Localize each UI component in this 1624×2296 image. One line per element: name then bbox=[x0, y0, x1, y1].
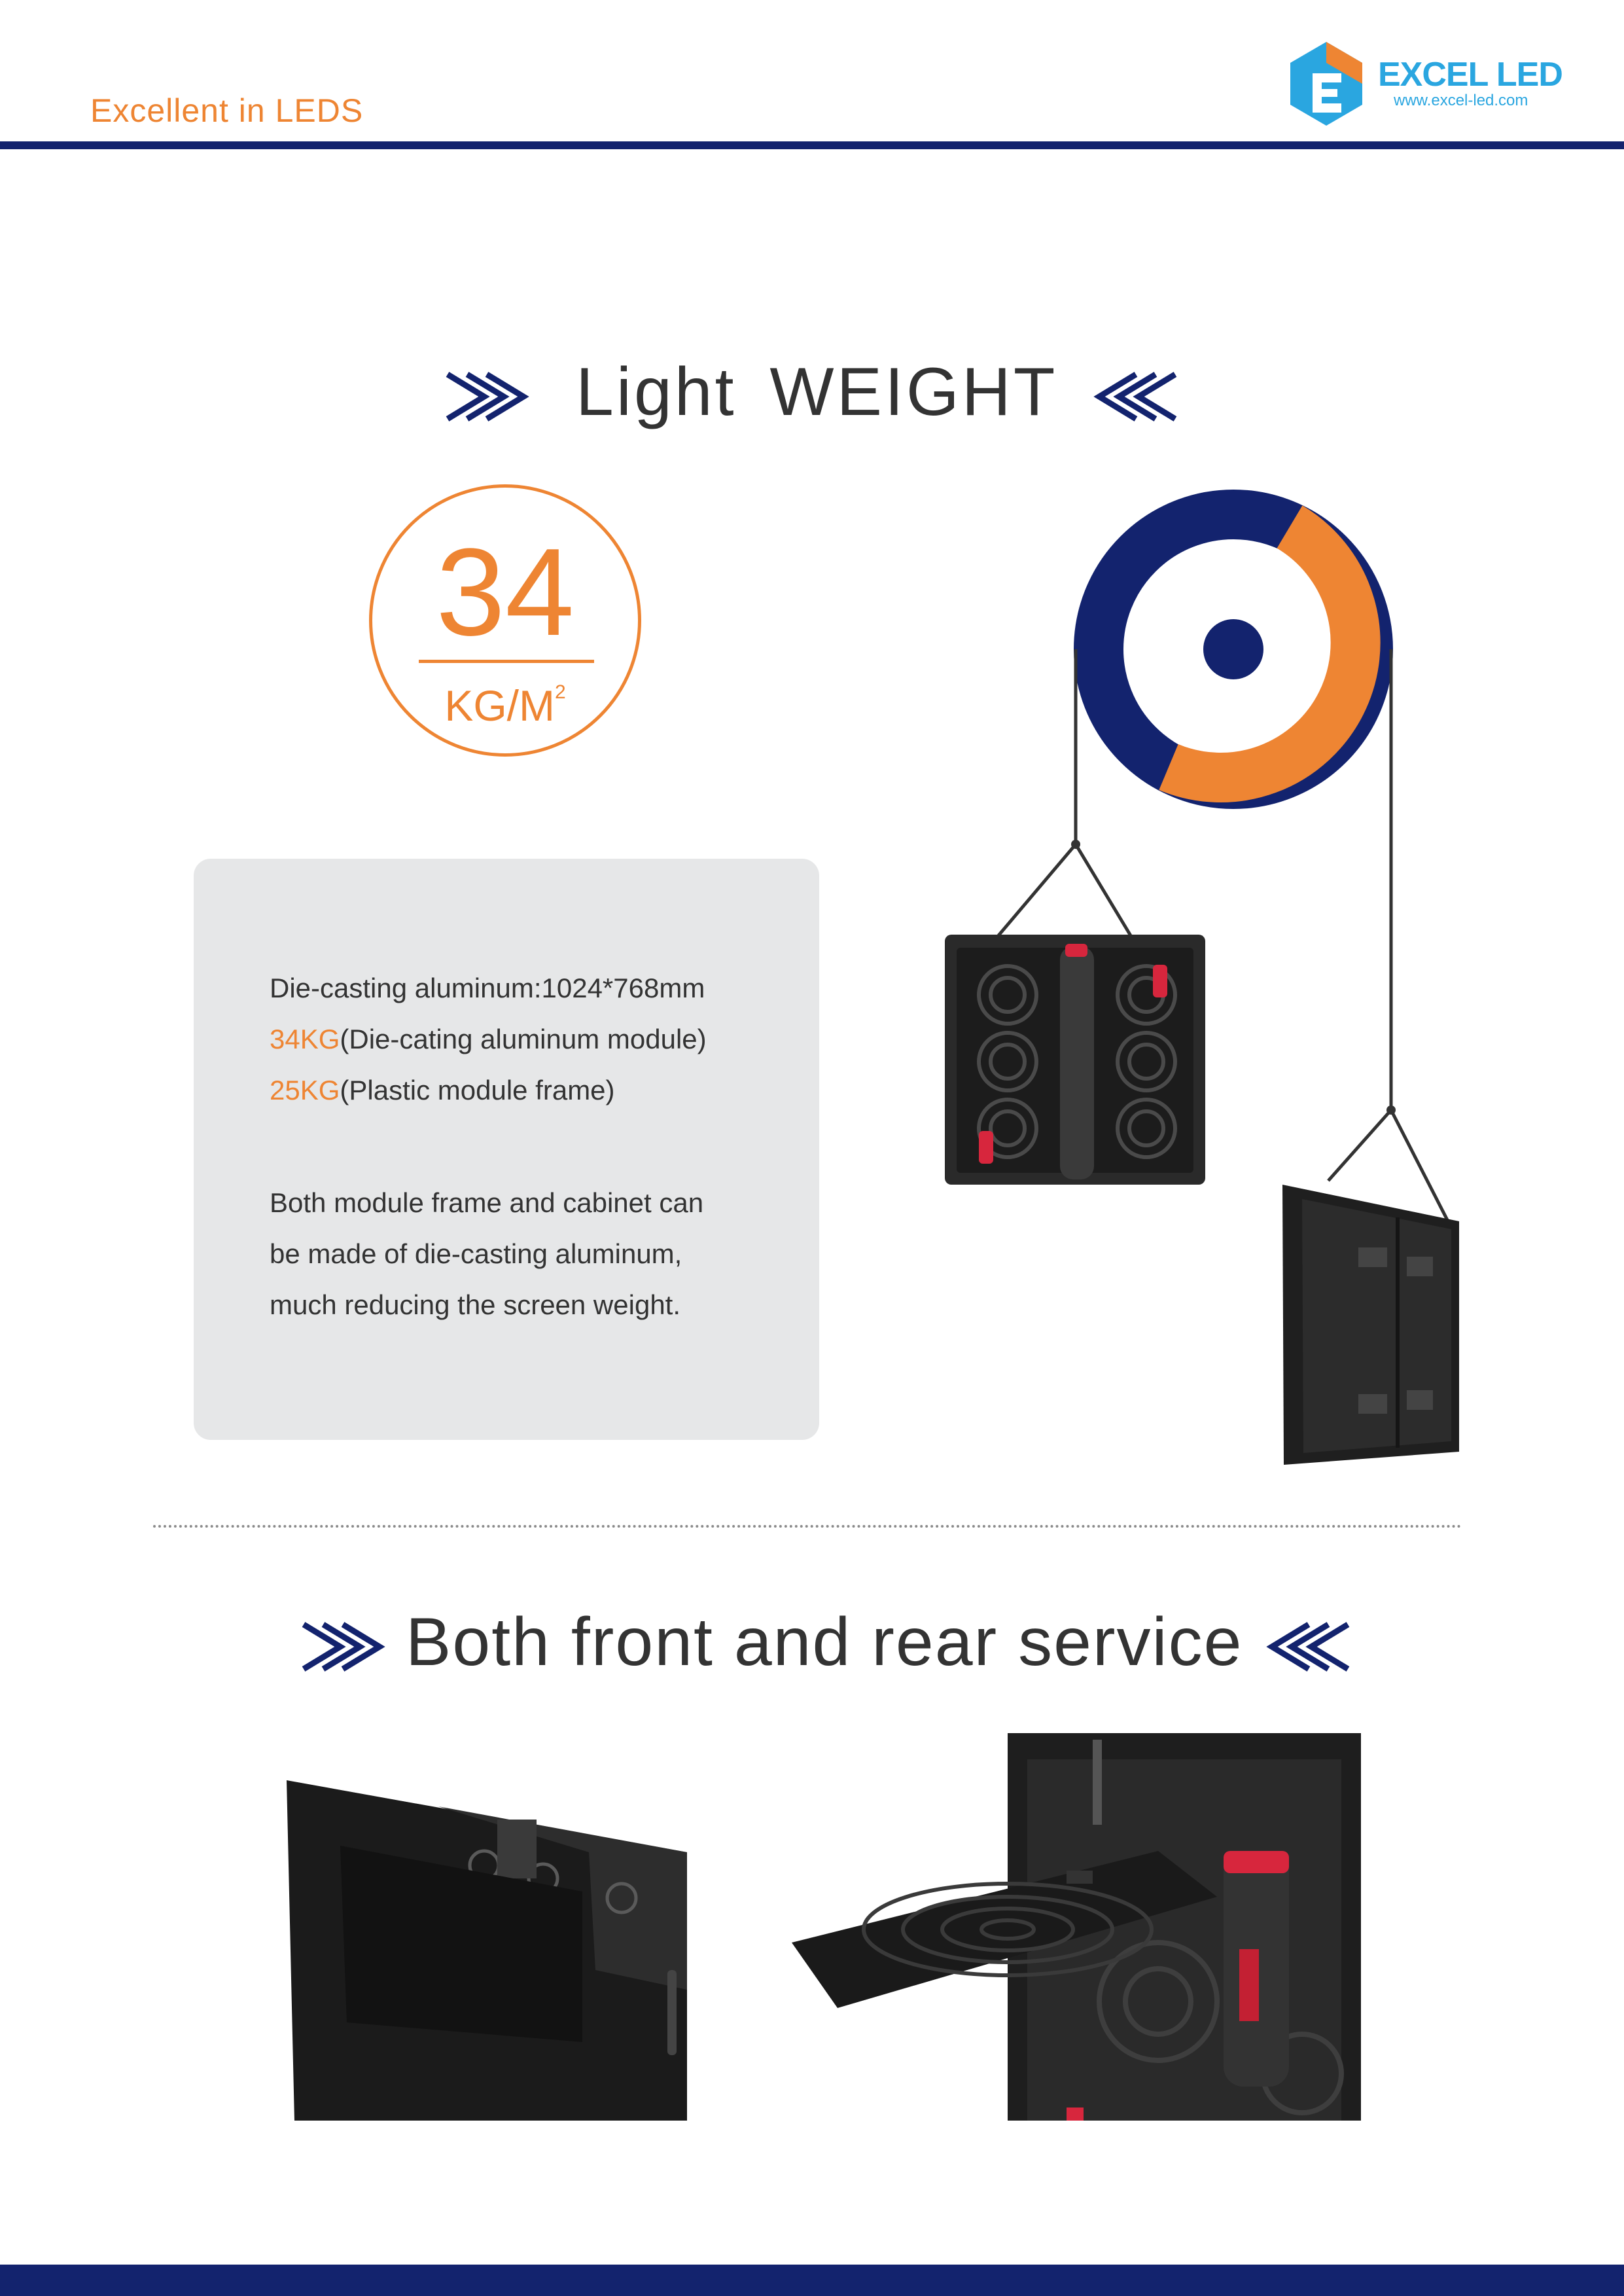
weight-unit-text: KG/M bbox=[444, 681, 555, 730]
logo-icon bbox=[1290, 42, 1362, 126]
weight-item-2: 25KG(Plastic module frame) bbox=[270, 1075, 615, 1106]
description-line-3: much reducing the screen weight. bbox=[270, 1289, 681, 1320]
weight-item-2-value: 25KG bbox=[270, 1075, 340, 1105]
weight-unit-superscript: 2 bbox=[555, 681, 566, 703]
double-chevron-right-icon bbox=[446, 372, 529, 422]
double-chevron-left-icon bbox=[1266, 1622, 1350, 1672]
footer-bar bbox=[0, 2265, 1624, 2296]
weight-badge bbox=[369, 484, 641, 757]
badge-divider bbox=[419, 660, 594, 663]
double-chevron-left-icon bbox=[1093, 372, 1177, 422]
weight-item-1-text: (Die-cating aluminum module) bbox=[340, 1024, 707, 1054]
description-line-2: be made of die-casting aluminum, bbox=[270, 1238, 682, 1269]
die-casting-cabinet bbox=[945, 935, 1205, 1185]
weight-item-1: 34KG(Die-cating aluminum module) bbox=[270, 1024, 707, 1055]
pulley-wheel-icon bbox=[1074, 490, 1393, 809]
pulley-illustration bbox=[945, 490, 1459, 1465]
logo-url: www.excel-led.com bbox=[1394, 92, 1528, 109]
weight-unit: KG/M2 bbox=[369, 681, 641, 730]
info-box bbox=[194, 859, 819, 1440]
description-line-1: Both module frame and cabinet can bbox=[270, 1187, 704, 1218]
section-divider bbox=[153, 1525, 1462, 1528]
section-title-service: Both front and rear service bbox=[406, 1604, 1243, 1680]
header-rule bbox=[0, 141, 1624, 149]
spec-line: Die-casting aluminum:1024*768mm bbox=[270, 973, 705, 1003]
weight-item-2-text: (Plastic module frame) bbox=[340, 1075, 615, 1105]
rear-service-photo bbox=[792, 1733, 1361, 2121]
plastic-frame-cabinet bbox=[1282, 1185, 1459, 1465]
front-service-photo bbox=[287, 1780, 687, 2121]
logo-name: EXCEL LED bbox=[1378, 56, 1563, 94]
weight-value: 34 bbox=[436, 523, 574, 662]
double-chevron-right-icon bbox=[302, 1622, 385, 1672]
weight-item-1-value: 34KG bbox=[270, 1024, 340, 1054]
header-tagline: Excellent in LEDS bbox=[90, 92, 364, 129]
section-title-light-weight: Light WEIGHT bbox=[576, 354, 1058, 430]
